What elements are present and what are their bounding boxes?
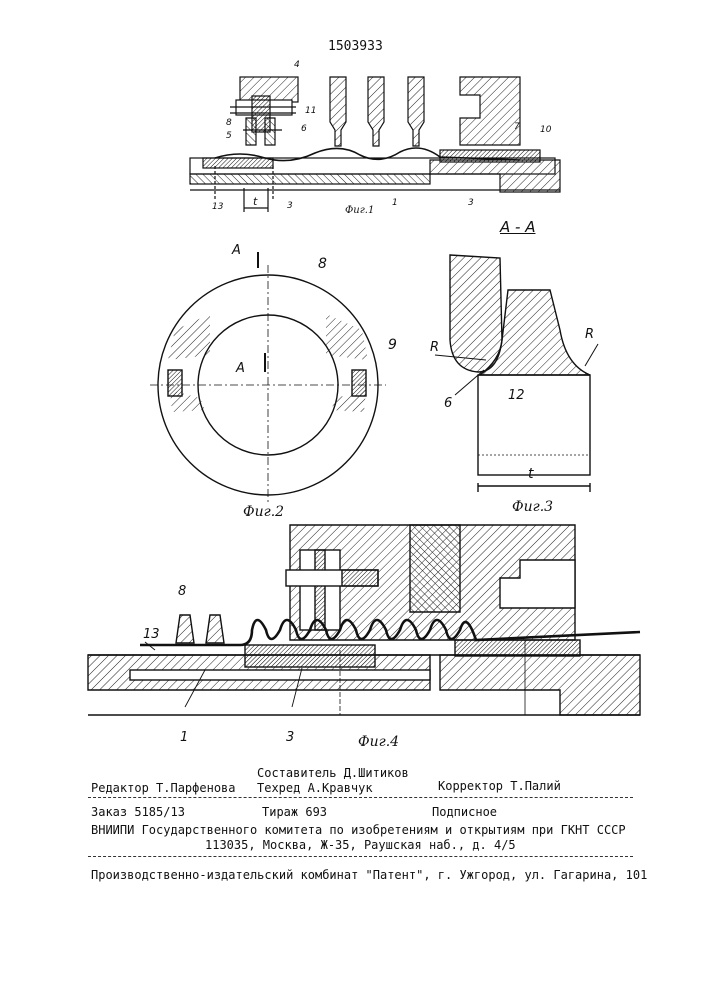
fig3-label-r-left: R (430, 340, 439, 355)
fig2-label-8: 8 (318, 256, 327, 272)
fig4-caption: Фиг.4 (358, 734, 399, 750)
imprint-order: Заказ 5185/13 (91, 805, 185, 819)
fig1-label-7: 7 (514, 122, 520, 132)
imprint-editor: Редактор Т.Парфенова (91, 781, 236, 795)
patent-number: 1503933 (328, 40, 383, 54)
fig4-drawing (88, 525, 640, 715)
fig1-drawing (190, 77, 560, 212)
fig3-label-6: 6 (444, 396, 452, 411)
fig1-label-4: 4 (294, 60, 300, 70)
fig1-label-3a: 3 (287, 201, 293, 211)
imprint-address: 113035, Москва, Ж-35, Раушская наб., д. … (205, 838, 516, 852)
fig4-label-1: 1 (180, 730, 188, 745)
fig4-label-13: 13 (143, 627, 160, 642)
imprint-subscription: Подписное (432, 805, 497, 819)
fig2-drawing (150, 252, 386, 505)
imprint-circulation: Тираж 693 (262, 805, 327, 819)
fig2-label-9: 9 (388, 337, 397, 353)
fig3-label-12: 12 (508, 388, 525, 403)
fig1-label-5: 5 (226, 131, 232, 141)
fig3-section-title: A - A (500, 218, 535, 236)
fig3-label-t: t (528, 466, 534, 482)
fig3-caption: Фиг.3 (512, 499, 553, 515)
fig3-label-r-right: R (585, 327, 594, 342)
imprint-compiler: Составитель Д.Шитиков (257, 766, 409, 780)
fig4-label-3: 3 (286, 730, 294, 745)
imprint-vniipi: ВНИИПИ Государственного комитета по изоб… (91, 823, 626, 837)
fig1-label-3b: 3 (468, 198, 474, 208)
fig1-label-6: 6 (301, 124, 307, 134)
fig3-drawing (435, 255, 598, 492)
fig2-caption: Фиг.2 (243, 504, 284, 520)
fig1-label-t: t (253, 195, 257, 208)
imprint-techred: Техред А.Кравчук (257, 781, 373, 795)
imprint-rule-2 (88, 856, 633, 857)
imprint-corrector: Корректор Т.Палий (438, 779, 561, 793)
fig1-label-13: 13 (212, 202, 223, 212)
fig1-label-8: 8 (226, 118, 232, 128)
fig2-label-a-top: A (232, 243, 241, 258)
fig2-label-a-mid: A (236, 361, 245, 376)
imprint-publisher: Производственно-издательский комбинат "П… (91, 868, 647, 882)
fig1-label-1: 1 (392, 198, 398, 208)
fig1-label-11: 11 (305, 106, 316, 116)
imprint-rule-1 (88, 797, 633, 798)
fig4-label-8: 8 (178, 584, 186, 599)
fig1-label-10: 10 (540, 125, 551, 135)
fig1-caption: Фиг.1 (345, 205, 374, 216)
